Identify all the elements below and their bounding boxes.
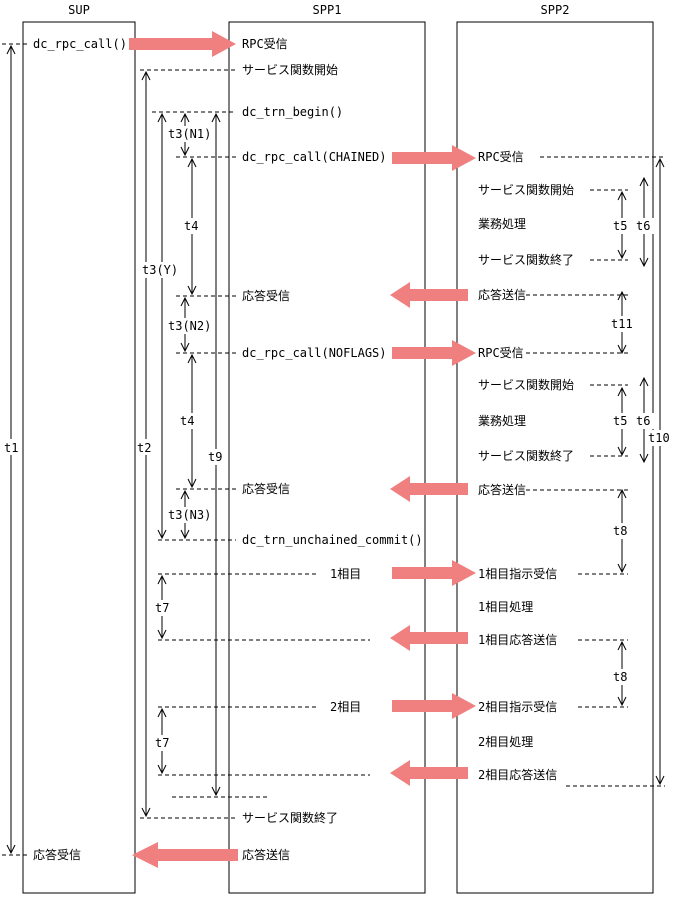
spp2-rpc-receive-1: RPC受信 — [478, 150, 524, 164]
final-reply-arrow — [132, 842, 238, 868]
spp1-trn-begin: dc_trn_begin() — [242, 105, 343, 119]
sup-lane-box — [22, 21, 136, 894]
spp1-service-end: サービス関数終了 — [242, 810, 338, 825]
spp2-phase1-process: 1相目処理 — [478, 600, 533, 614]
label-t3-n2: t3(N2) — [168, 319, 211, 333]
spp2-reply-send-2: 応答送信 — [478, 482, 526, 497]
label-t8-second: t8 — [613, 670, 627, 684]
label-t6-second: t6 — [636, 414, 650, 428]
spp1-reply-send: 応答送信 — [242, 847, 290, 862]
spp1-reply-receive-2: 応答受信 — [242, 481, 290, 496]
label-t6-first: t6 — [636, 219, 650, 233]
label-t3-y: t3(Y) — [142, 263, 178, 277]
label-t11: t11 — [611, 317, 633, 331]
phase1-reply-arrow — [390, 625, 468, 651]
spp2-service-start-2: サービス関数開始 — [478, 377, 574, 392]
spp1-lane-label: SPP1 — [313, 3, 342, 17]
spp2-phase1-receive: 1相目指示受信 — [478, 566, 557, 581]
label-t5-first: t5 — [613, 219, 627, 233]
spp1-phase2: 2相目 — [330, 700, 361, 714]
phase2-reply-arrow — [390, 760, 468, 786]
spp2-service-end-2: サービス関数終了 — [478, 448, 574, 463]
label-t10: t10 — [648, 431, 670, 445]
label-t8-first: t8 — [613, 524, 627, 538]
label-t2: t2 — [137, 441, 151, 455]
label-t7-second: t7 — [155, 736, 169, 750]
spp1-rpc-receive: RPC受信 — [242, 37, 288, 51]
spp2-reply-send-1: 応答送信 — [478, 287, 526, 302]
spp2-business-2: 業務処理 — [478, 414, 526, 428]
phase1-arrow — [392, 560, 476, 586]
spp1-lane-box — [228, 21, 426, 894]
big-arrows — [129, 31, 476, 868]
label-t4-first: t4 — [184, 219, 198, 233]
sup-reply-receive: 応答受信 — [33, 847, 81, 862]
sup-rpc-call: dc_rpc_call() — [33, 37, 127, 51]
spp1-service-start: サービス関数開始 — [242, 62, 338, 77]
time-labels: t1 t2 t3(N1) t3(Y) t3(N2) t3(N3) t4 t4 t… — [2, 126, 673, 751]
spp2-phase1-send: 1相目応答送信 — [478, 632, 557, 647]
label-t9: t9 — [208, 450, 222, 464]
spp1-phase1: 1相目 — [330, 567, 361, 581]
spp2-phase2-receive: 2相目指示受信 — [478, 699, 557, 714]
phase2-arrow — [392, 693, 476, 719]
spp2-lane-label: SPP2 — [541, 3, 570, 17]
label-t7-first: t7 — [155, 601, 169, 615]
chained-call-arrow — [392, 145, 476, 171]
spp2-service-start-1: サービス関数開始 — [478, 182, 574, 197]
label-t4-second: t4 — [180, 414, 194, 428]
spp1-call-chained: dc_rpc_call(CHAINED) — [242, 150, 387, 164]
spp1-reply-receive-1: 応答受信 — [242, 288, 290, 303]
spp1-unchained-commit: dc_trn_unchained_commit() — [242, 533, 423, 547]
rpc-call-arrow — [129, 31, 236, 57]
reply1-arrow — [390, 282, 468, 308]
spp2-business-1: 業務処理 — [478, 217, 526, 231]
noflags-call-arrow — [392, 340, 476, 366]
spp2-phase2-process: 2相目処理 — [478, 735, 533, 749]
spp2-service-end-1: サービス関数終了 — [478, 252, 574, 267]
spp2-phase2-send: 2相目応答送信 — [478, 767, 557, 782]
spp2-rpc-receive-2: RPC受信 — [478, 346, 524, 360]
spp2-lane-box — [456, 21, 654, 894]
label-t3-n1: t3(N1) — [168, 127, 211, 141]
label-t3-n3: t3(N3) — [168, 508, 211, 522]
reply2-arrow — [390, 476, 468, 502]
spp1-call-noflags: dc_rpc_call(NOFLAGS) — [242, 346, 387, 360]
sup-lane-label: SUP — [68, 3, 90, 17]
dashed-lines — [2, 43, 665, 856]
label-t1: t1 — [4, 441, 18, 455]
label-t5-second: t5 — [613, 414, 627, 428]
